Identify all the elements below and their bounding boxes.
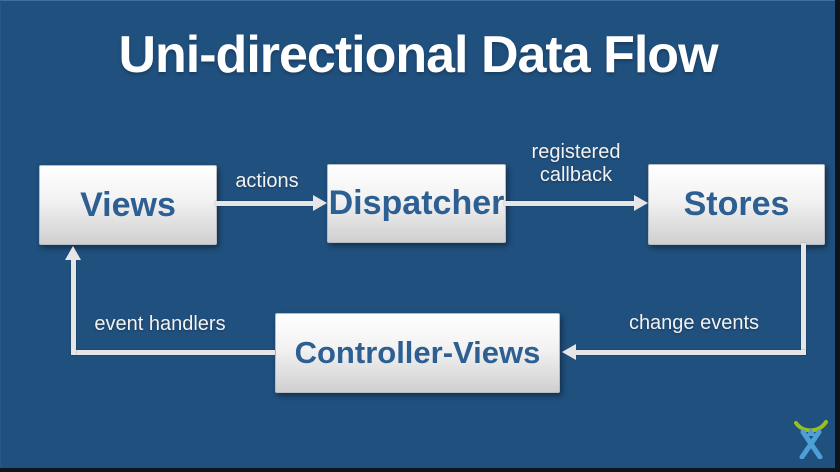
edge-label-registered-callback: registered callback xyxy=(531,141,621,186)
arrow-stores-down-shaft xyxy=(801,243,806,355)
node-controller-views-label: Controller-Views xyxy=(294,335,541,370)
atlassian-logo-icon xyxy=(794,420,828,459)
node-controller-views: Controller-Views xyxy=(275,313,560,393)
node-dispatcher-label: Dispatcher xyxy=(328,184,505,222)
arrow-left-icon xyxy=(562,344,576,360)
edge-label-change-events: change events xyxy=(628,312,760,334)
arrow-dispatcher-to-stores-shaft xyxy=(504,201,634,206)
node-stores-label: Stores xyxy=(683,185,790,223)
edge-label-event-handlers: event handlers xyxy=(94,313,226,335)
node-dispatcher: Dispatcher xyxy=(327,164,506,243)
arrow-stores-to-controller-shaft xyxy=(574,350,806,355)
arrow-controller-to-views-shaft xyxy=(71,350,275,355)
edge-label-actions: actions xyxy=(235,170,299,192)
arrow-views-to-dispatcher-shaft xyxy=(215,201,315,206)
arrow-right-icon xyxy=(634,195,648,211)
node-stores: Stores xyxy=(648,164,825,245)
arrow-up-to-views-shaft xyxy=(71,260,76,355)
node-views: Views xyxy=(39,165,217,245)
slide-title: Uni-directional Data Flow xyxy=(118,26,718,84)
node-views-label: Views xyxy=(80,185,176,224)
arrow-right-icon xyxy=(313,195,327,211)
arrow-up-icon xyxy=(65,246,81,260)
